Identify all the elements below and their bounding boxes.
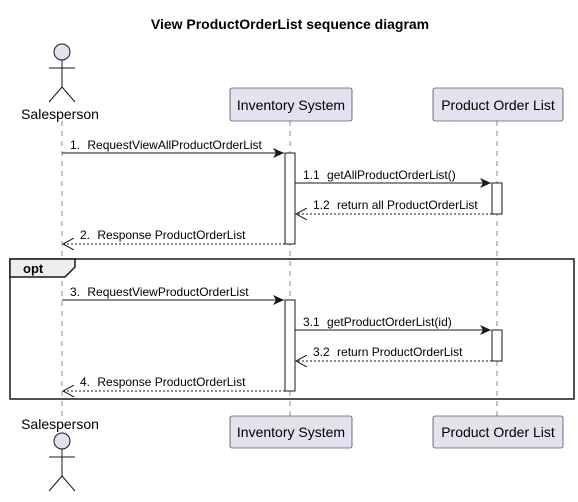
message-2-text: Response ProductOrderList <box>97 228 246 242</box>
message-1-1: 1.1 getAllProductOrderList() <box>295 168 491 188</box>
message-3-1: 3.1 getProductOrderList(id) <box>295 315 491 335</box>
message-1: 1. RequestViewAllProductOrderList <box>62 138 284 158</box>
message-3-text: RequestViewProductOrderList <box>87 285 249 299</box>
participant-label-product-order-list-top: Product Order List <box>441 97 555 113</box>
activation-inventory-1 <box>284 152 296 245</box>
message-3-1-number: 3.1 <box>303 315 320 329</box>
fragment-opt: opt <box>9 258 575 400</box>
message-4-text: Response ProductOrderList <box>97 375 246 389</box>
message-1-2-text: return all ProductOrderList <box>337 198 478 212</box>
message-4-number: 4. <box>80 375 90 389</box>
svg-text:1.2 return all ProductOr: 1.2 return all ProductOrderList <box>313 198 478 212</box>
actor-head-icon <box>53 432 71 450</box>
svg-text:3.2 return ProductOrderL: 3.2 return ProductOrderList <box>313 345 463 359</box>
message-1-1-text: getAllProductOrderList() <box>327 168 456 182</box>
participant-label-inventory-bottom: Inventory System <box>237 424 345 440</box>
message-3: 3. RequestViewProductOrderList <box>62 285 284 305</box>
svg-text:3. RequestViewProductOrd: 3. RequestViewProductOrderList <box>70 285 249 299</box>
message-3-2-text: return ProductOrderList <box>337 345 463 359</box>
participant-inventory-bottom: Inventory System <box>229 415 353 449</box>
participant-label-inventory-top: Inventory System <box>237 97 345 113</box>
actor-label-salesperson-bottom: Salesperson <box>21 416 99 432</box>
message-2: 2. Response ProductOrderList <box>63 228 285 244</box>
message-3-number: 3. <box>70 285 80 299</box>
participant-inventory-top: Inventory System <box>229 87 353 122</box>
message-3-2: 3.2 return ProductOrderList <box>296 345 492 361</box>
message-1-2-number: 1.2 <box>313 198 330 212</box>
diagram-title: View ProductOrderList sequence diagram <box>151 16 429 32</box>
message-1-2: 1.2 return all ProductOrderList <box>296 198 492 214</box>
svg-text:1.1 getAllProductOrderLi: 1.1 getAllProductOrderList() <box>303 168 456 182</box>
message-3-2-number: 3.2 <box>313 345 330 359</box>
participant-label-product-order-list-bottom: Product Order List <box>441 424 555 440</box>
actor-salesperson-top: Salesperson <box>21 43 99 122</box>
fragment-opt-label: opt <box>23 261 44 276</box>
actor-salesperson-bottom: Salesperson <box>21 416 99 492</box>
activation-product-order-list-2 <box>491 329 503 362</box>
activation-product-order-list-1 <box>491 182 503 215</box>
svg-text:3.1 getProductOrderList(: 3.1 getProductOrderList(id) <box>303 315 452 329</box>
participant-product-order-list-top: Product Order List <box>432 87 564 122</box>
message-4: 4. Response ProductOrderList <box>63 375 285 391</box>
message-1-1-number: 1.1 <box>303 168 320 182</box>
actor-label-salesperson-top: Salesperson <box>21 106 99 122</box>
svg-text:4. Response ProductOrder: 4. Response ProductOrderList <box>80 375 246 389</box>
message-1-number: 1. <box>70 138 80 152</box>
svg-text:2. Response ProductOrder: 2. Response ProductOrderList <box>80 228 246 242</box>
participant-product-order-list-bottom: Product Order List <box>432 415 564 449</box>
message-2-number: 2. <box>80 228 90 242</box>
activation-inventory-2 <box>284 299 296 392</box>
svg-text:1. RequestViewAllProduct: 1. RequestViewAllProductOrderList <box>70 138 263 152</box>
message-1-text: RequestViewAllProductOrderList <box>87 138 262 152</box>
actor-head-icon <box>53 43 71 61</box>
message-3-1-text: getProductOrderList(id) <box>327 315 452 329</box>
